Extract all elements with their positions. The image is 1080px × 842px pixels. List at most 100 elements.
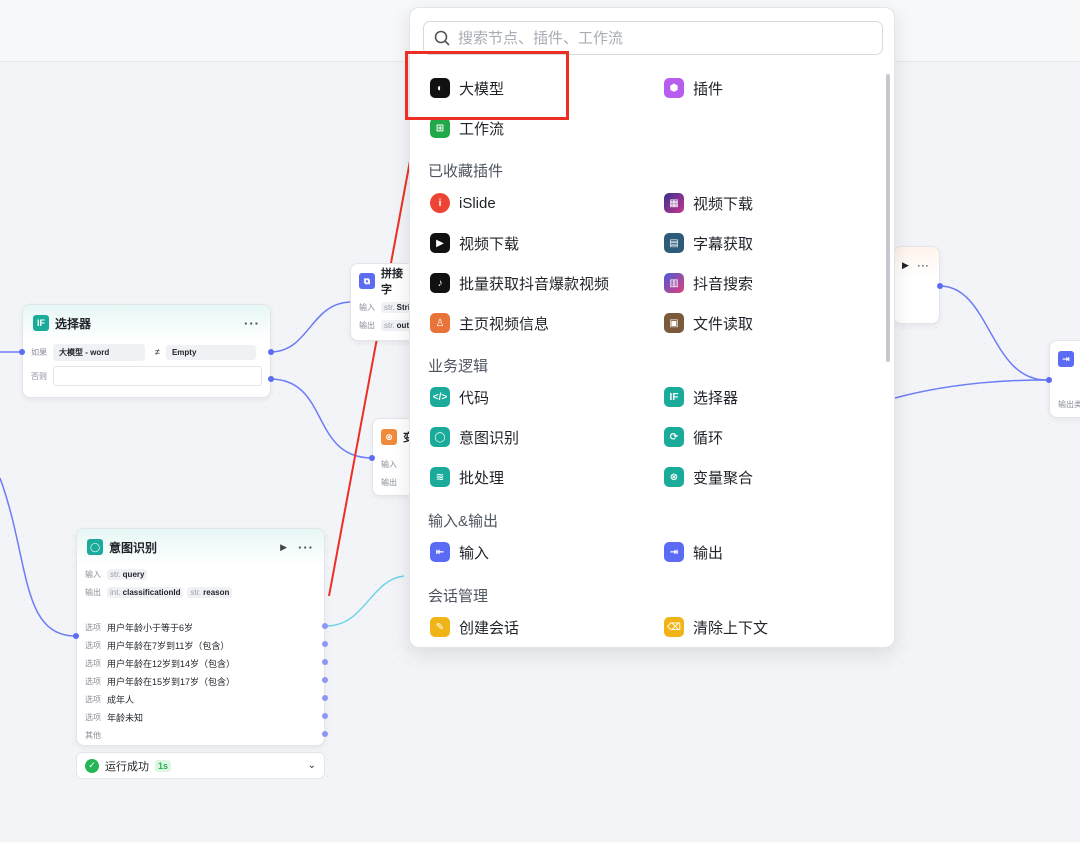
- output-port-else[interactable]: [268, 376, 274, 382]
- item-label: 代码: [459, 389, 490, 407]
- item-label: 选择器: [693, 389, 739, 407]
- selector-icon: IF: [664, 387, 684, 407]
- condition-left[interactable]: 大模型 - word: [53, 343, 145, 361]
- output-icon: ⇥: [664, 542, 684, 562]
- join-icon: ⧉: [359, 273, 375, 289]
- item-islide[interactable]: i iSlide: [430, 190, 496, 216]
- intent-output-port[interactable]: [322, 623, 328, 629]
- item-label: 输入: [459, 544, 490, 562]
- item-label: 视频下载: [459, 235, 520, 253]
- if-label: 如果: [31, 347, 47, 357]
- intent-output-port[interactable]: [322, 695, 328, 701]
- item-label: iSlide: [459, 194, 496, 212]
- search-box[interactable]: [423, 21, 883, 55]
- option-row: 选项年龄未知: [85, 712, 144, 723]
- more-icon[interactable]: ···: [916, 258, 929, 272]
- check-icon: ✓: [85, 758, 99, 773]
- file-read-icon: ▣: [664, 313, 684, 333]
- intent-output-port[interactable]: [322, 713, 328, 719]
- run-status-text: 运行成功: [105, 760, 149, 773]
- node-title: 变: [403, 429, 414, 445]
- tiktok-icon: ♪: [430, 273, 450, 293]
- intent-output-port[interactable]: [322, 731, 328, 737]
- selector-node[interactable]: IF 选择器 ··· 如果 大模型 - word ≠ Empty 否则: [22, 304, 271, 398]
- item-label: 输出: [693, 544, 724, 562]
- operator: ≠: [155, 347, 160, 357]
- intent-output-port[interactable]: [322, 677, 328, 683]
- item-douyin-search[interactable]: ▥ 抖音搜索: [664, 270, 753, 296]
- scrollbar[interactable]: [886, 74, 890, 362]
- item-label: 插件: [693, 80, 724, 98]
- item-plugin[interactable]: ⬢ 插件: [664, 75, 723, 101]
- output-var: reason: [203, 587, 230, 597]
- output-port-if[interactable]: [268, 349, 274, 355]
- input-type: str.: [110, 569, 121, 579]
- output-var: classificationId: [122, 587, 181, 597]
- input-label: 输入: [85, 569, 101, 579]
- item-variable-merge[interactable]: ⊗ 变量聚合: [664, 464, 753, 490]
- item-loop[interactable]: ⟳ 循环: [664, 424, 723, 450]
- run-node-icon[interactable]: ▶: [280, 541, 288, 552]
- option-row: 选项成年人: [85, 694, 135, 705]
- item-llm[interactable]: ◐ 大模型: [430, 75, 504, 101]
- more-icon[interactable]: ···: [298, 539, 314, 555]
- item-label: 变量聚合: [693, 469, 754, 487]
- item-label: 意图识别: [459, 429, 520, 447]
- create-session-icon: ✎: [430, 617, 450, 637]
- run-node-icon[interactable]: ▶: [902, 259, 909, 270]
- item-label: 工作流: [459, 120, 505, 138]
- item-create-session[interactable]: ✎ 创建会话: [430, 614, 519, 640]
- item-workflow[interactable]: ⊞ 工作流: [430, 115, 504, 141]
- profile-video-icon: ♙: [430, 313, 450, 333]
- item-subtitle[interactable]: ▤ 字幕获取: [664, 230, 753, 256]
- output-label: 输出类: [1058, 400, 1080, 409]
- variable-input-port[interactable]: [369, 455, 375, 461]
- item-code[interactable]: </> 代码: [430, 384, 489, 410]
- item-label: 抖音搜索: [693, 275, 754, 293]
- item-label: 字幕获取: [693, 235, 754, 253]
- intent-icon: ◯: [430, 427, 450, 447]
- item-label: 主页视频信息: [459, 315, 550, 333]
- condition-right[interactable]: Empty: [165, 344, 256, 360]
- variable-merge-icon: ⊗: [664, 467, 684, 487]
- item-tiktok-batch[interactable]: ♪ 批量获取抖音爆款视频: [430, 270, 609, 296]
- item-label: 大模型: [459, 80, 505, 98]
- item-batch[interactable]: ≋ 批处理: [430, 464, 504, 490]
- intent-input-port[interactable]: [73, 633, 79, 639]
- end-node[interactable]: ⇥ 输出类: [1049, 340, 1080, 418]
- run-duration: 1s: [155, 759, 172, 772]
- item-intent[interactable]: ◯ 意图识别: [430, 424, 519, 450]
- output-icon: ⇥: [1058, 351, 1074, 367]
- right-upper-output-port[interactable]: [937, 283, 943, 289]
- intent-output-port[interactable]: [322, 641, 328, 647]
- search-icon: [434, 30, 450, 46]
- output-type: str.: [190, 587, 202, 597]
- llm-icon: ◐: [430, 78, 450, 98]
- item-selector[interactable]: IF 选择器: [664, 384, 738, 410]
- item-profile-video[interactable]: ♙ 主页视频信息: [430, 310, 549, 336]
- end-input-port[interactable]: [1046, 377, 1052, 383]
- more-icon[interactable]: ···: [244, 315, 260, 331]
- option-row: 选项用户年龄小于等于6岁: [85, 622, 194, 633]
- input-port[interactable]: [19, 349, 25, 355]
- item-output[interactable]: ⇥ 输出: [664, 539, 723, 565]
- plugin-cube-icon: ⬢: [664, 78, 684, 98]
- item-video-download-2[interactable]: ▶ 视频下载: [430, 230, 519, 256]
- intent-output-port[interactable]: [322, 659, 328, 665]
- item-label: 文件读取: [693, 315, 754, 333]
- right-upper-node[interactable]: ▶ ···: [893, 246, 940, 324]
- run-status-bar[interactable]: ✓ 运行成功 1s ⌄: [76, 752, 325, 779]
- item-input[interactable]: ⇤ 输入: [430, 539, 489, 565]
- option-row: 选项用户年龄在7岁到11岁（包含）: [85, 640, 230, 651]
- input-value: Stri: [396, 302, 411, 312]
- section-title: 已收藏插件: [428, 163, 504, 180]
- islide-icon: i: [430, 193, 450, 213]
- item-file-read[interactable]: ▣ 文件读取: [664, 310, 753, 336]
- chevron-down-icon[interactable]: ⌄: [307, 760, 316, 771]
- item-clear-context[interactable]: ⌫ 清除上下文: [664, 614, 768, 640]
- search-input[interactable]: [458, 29, 858, 47]
- section-title: 会话管理: [428, 588, 489, 605]
- item-video-download[interactable]: ▦ 视频下载: [664, 190, 753, 216]
